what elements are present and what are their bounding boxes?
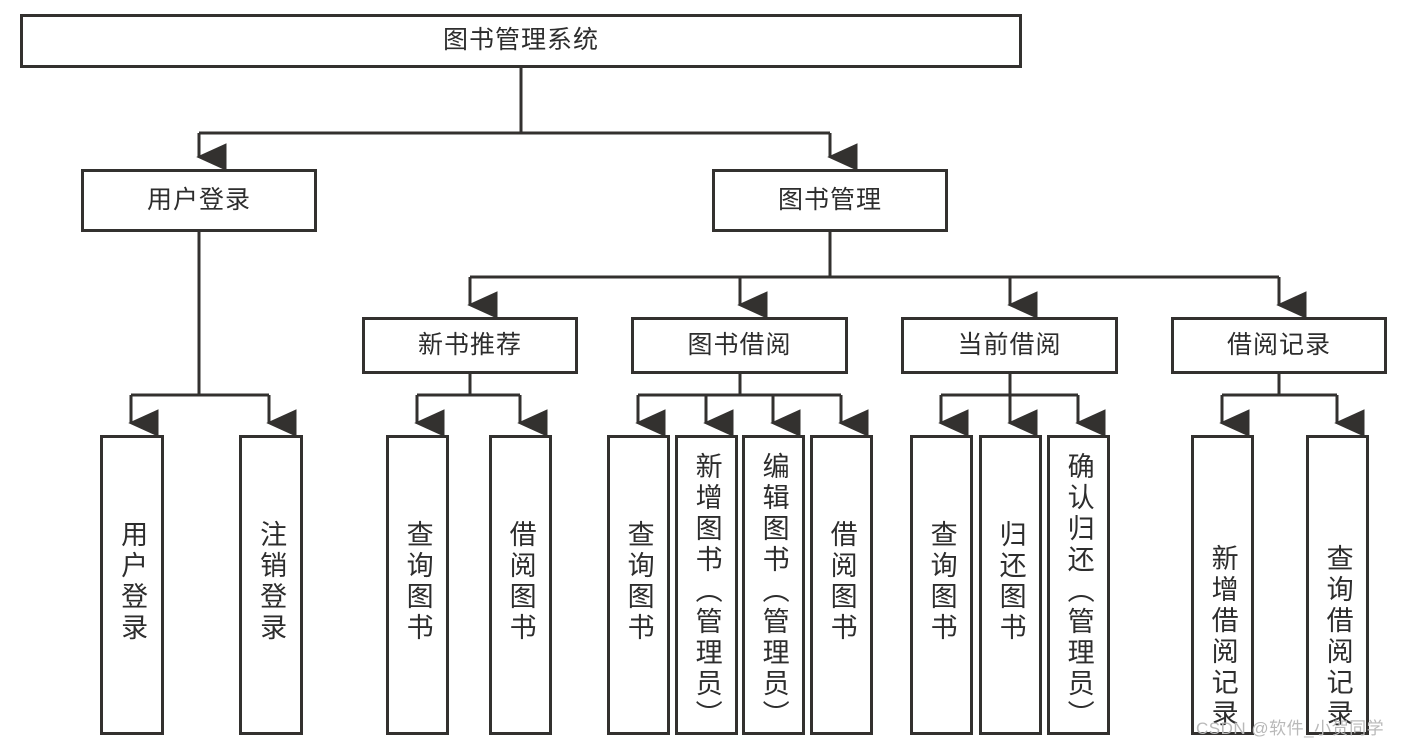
node-current-borrow-label: 当前借阅	[957, 330, 1062, 359]
node-leaf-confirm-return-label: 确认归还（管理员）	[1063, 452, 1094, 731]
node-leaf-user-login-label: 用户登录	[117, 520, 148, 644]
node-leaf-add-borrow-record[interactable]: 新增借阅记录	[1191, 435, 1254, 735]
node-user-login[interactable]: 用户登录	[81, 169, 317, 232]
node-leaf-query-book-3-label: 查询图书	[926, 520, 957, 644]
node-leaf-add-book[interactable]: 新增图书（管理员）	[675, 435, 738, 735]
node-leaf-add-book-label: 新增图书（管理员）	[691, 452, 722, 731]
node-borrow-record-label: 借阅记录	[1226, 330, 1331, 359]
node-leaf-return-book[interactable]: 归还图书	[979, 435, 1042, 735]
node-leaf-borrow-book-2-label: 借阅图书	[826, 520, 857, 644]
node-leaf-confirm-return[interactable]: 确认归还（管理员）	[1047, 435, 1110, 735]
node-leaf-return-book-label: 归还图书	[995, 520, 1026, 644]
node-book-borrow[interactable]: 图书借阅	[631, 317, 848, 374]
node-leaf-logout-login[interactable]: 注销登录	[239, 435, 303, 735]
node-leaf-query-book-2-label: 查询图书	[623, 520, 654, 644]
node-book-manage[interactable]: 图书管理	[712, 169, 948, 232]
node-leaf-query-book-3[interactable]: 查询图书	[910, 435, 973, 735]
node-leaf-borrow-book-1-label: 借阅图书	[505, 520, 536, 644]
node-leaf-logout-login-label: 注销登录	[256, 520, 287, 644]
node-leaf-query-book-1-label: 查询图书	[402, 520, 433, 644]
node-leaf-edit-book-label: 编辑图书（管理员）	[758, 452, 789, 731]
node-leaf-query-borrow-record-label: 查询借阅记录	[1322, 544, 1353, 730]
node-leaf-query-borrow-record[interactable]: 查询借阅记录	[1306, 435, 1369, 735]
node-current-borrow[interactable]: 当前借阅	[901, 317, 1118, 374]
node-leaf-user-login[interactable]: 用户登录	[100, 435, 164, 735]
node-root-label: 图书管理系统	[442, 26, 599, 55]
node-borrow-record[interactable]: 借阅记录	[1171, 317, 1387, 374]
node-root[interactable]: 图书管理系统	[20, 14, 1022, 68]
node-book-manage-label: 图书管理	[777, 185, 882, 214]
node-leaf-query-book-2[interactable]: 查询图书	[607, 435, 670, 735]
node-new-book-recommend[interactable]: 新书推荐	[362, 317, 578, 374]
node-book-borrow-label: 图书借阅	[687, 330, 792, 359]
node-leaf-add-borrow-record-label: 新增借阅记录	[1207, 544, 1238, 730]
node-user-login-label: 用户登录	[146, 185, 251, 214]
node-leaf-borrow-book-2[interactable]: 借阅图书	[810, 435, 873, 735]
node-leaf-edit-book[interactable]: 编辑图书（管理员）	[742, 435, 805, 735]
node-leaf-borrow-book-1[interactable]: 借阅图书	[489, 435, 552, 735]
node-new-book-recommend-label: 新书推荐	[417, 330, 522, 359]
node-leaf-query-book-1[interactable]: 查询图书	[386, 435, 449, 735]
csdn-watermark: CSDN @软件_小贺同学	[1196, 719, 1385, 738]
